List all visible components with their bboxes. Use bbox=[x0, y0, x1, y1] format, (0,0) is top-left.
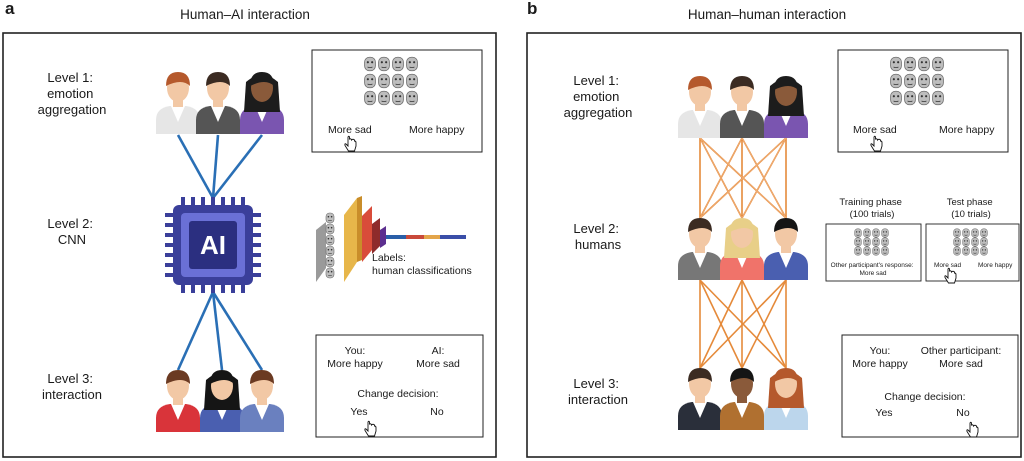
person-icon bbox=[678, 218, 722, 280]
panel-b-other-value: More sad bbox=[939, 358, 983, 370]
panel-a-level3-people bbox=[156, 370, 284, 432]
panel-a: a Human–AI interaction Level 1: emotion … bbox=[2, 0, 497, 458]
panel-b: b Human–human interaction Level 1: emoti… bbox=[526, 0, 1022, 458]
panel-a-decision-box bbox=[315, 334, 484, 438]
panel-a-slider-left[interactable]: More sad bbox=[328, 124, 372, 136]
ai-chip-icon: AI bbox=[165, 197, 261, 293]
panel-a-level3-label: Level 3: interaction bbox=[42, 371, 102, 402]
panel-b-slider-right[interactable]: More happy bbox=[939, 124, 995, 136]
person-icon bbox=[196, 72, 240, 134]
panel-b-level1-label: Level 1: emotion aggregation bbox=[564, 73, 633, 120]
training-response-text: Other participant's response: More sad bbox=[831, 262, 916, 277]
panel-a-level2-label: Level 2: CNN bbox=[47, 216, 96, 247]
panel-a-you-value: More happy bbox=[327, 358, 383, 370]
panel-a-yes-option[interactable]: Yes bbox=[350, 406, 367, 418]
test-slider-right[interactable]: More happy bbox=[978, 262, 1013, 269]
panel-a-frame bbox=[2, 32, 497, 458]
panel-b-level1-people bbox=[678, 76, 808, 138]
panel-a-other-label: AI: bbox=[432, 345, 445, 357]
person-icon bbox=[764, 368, 808, 430]
panel-b-level3-people bbox=[678, 368, 808, 430]
panel-a-other-value: More sad bbox=[416, 358, 460, 370]
person-icon bbox=[764, 76, 808, 138]
panel-b-change-label: Change decision: bbox=[884, 391, 965, 403]
panel-b-level2-label: Level 2: humans bbox=[573, 221, 622, 252]
panel-a-you-label: You: bbox=[345, 345, 366, 357]
cnn-layers-icon bbox=[316, 196, 466, 282]
panel-a-label: a bbox=[5, 0, 15, 18]
panel-a-connections bbox=[176, 134, 264, 371]
cnn-labels-text: Labels: human classifications bbox=[372, 252, 472, 277]
panel-a-level1-people bbox=[156, 72, 284, 134]
panel-b-other-label: Other participant: bbox=[921, 345, 1002, 357]
person-icon bbox=[240, 72, 284, 134]
panel-b-connections bbox=[699, 137, 787, 369]
person-icon bbox=[720, 76, 764, 138]
panel-b-yes-option[interactable]: Yes bbox=[875, 407, 892, 419]
person-icon bbox=[764, 218, 808, 280]
panel-b-slider-left[interactable]: More sad bbox=[853, 124, 897, 136]
panel-b-frame bbox=[526, 32, 1022, 458]
person-icon bbox=[156, 370, 200, 432]
panel-b-level3-label: Level 3: interaction bbox=[568, 376, 628, 407]
panel-a-level1-label: Level 1: emotion aggregation bbox=[38, 70, 107, 117]
chip-label: AI bbox=[200, 230, 226, 260]
panel-a-slider-right[interactable]: More happy bbox=[409, 124, 465, 136]
person-icon bbox=[720, 368, 764, 430]
training-phase-title: Training phase (100 trials) bbox=[839, 197, 904, 220]
panel-a-change-label: Change decision: bbox=[357, 388, 438, 400]
person-icon bbox=[720, 218, 764, 280]
panel-b-title: Human–human interaction bbox=[688, 7, 846, 22]
panel-a-no-option[interactable]: No bbox=[430, 406, 444, 418]
panel-b-no-option[interactable]: No bbox=[956, 407, 970, 419]
panel-b-you-label: You: bbox=[870, 345, 891, 357]
test-phase-title: Test phase (10 trials) bbox=[947, 197, 996, 220]
panel-b-label: b bbox=[527, 0, 537, 18]
person-icon bbox=[678, 368, 722, 430]
person-icon bbox=[156, 72, 200, 134]
test-slider-left[interactable]: More sad bbox=[934, 262, 961, 269]
panel-b-decision-box bbox=[841, 334, 1019, 438]
panel-a-title: Human–AI interaction bbox=[180, 7, 310, 22]
person-icon bbox=[200, 370, 244, 432]
panel-b-level2-people bbox=[678, 218, 808, 280]
person-icon bbox=[240, 370, 284, 432]
person-icon bbox=[678, 76, 722, 138]
panel-b-you-value: More happy bbox=[852, 358, 908, 370]
